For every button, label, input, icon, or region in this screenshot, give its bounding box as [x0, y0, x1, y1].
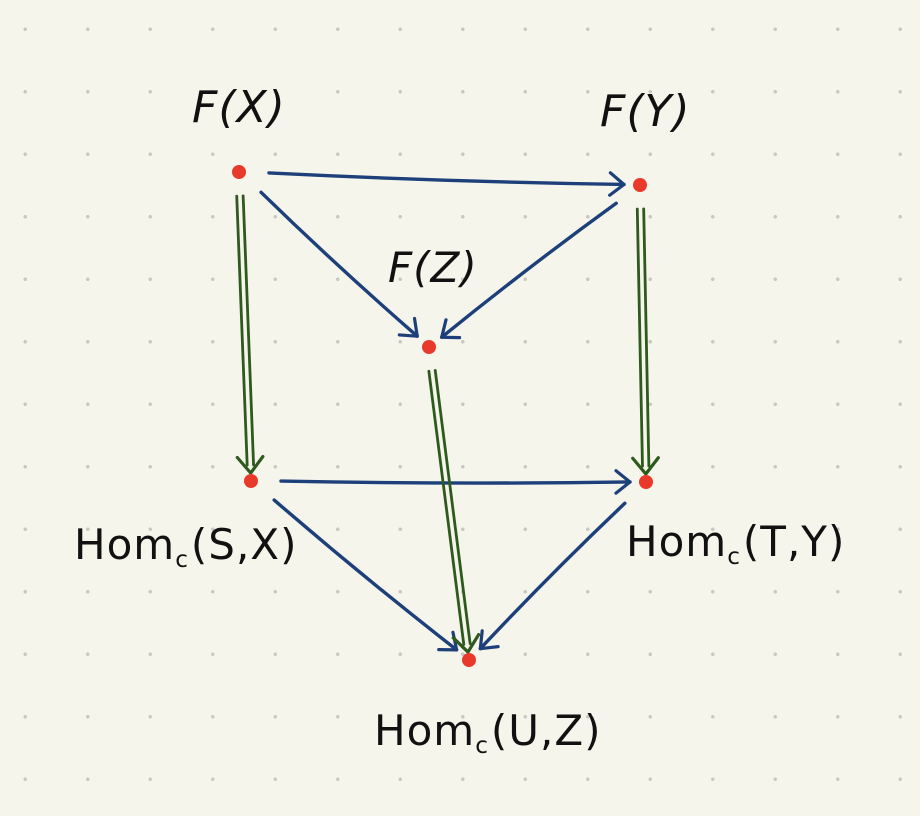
- arrow-fx-to-hsx-line-a: [235, 194, 249, 467]
- label-hom-t-y-arg: (T,Y): [742, 517, 846, 566]
- label-hom-t-y-name: Hom: [626, 517, 728, 566]
- arrow-fy-to-hty-line-a: [635, 207, 644, 468]
- nodes-layer: [232, 165, 653, 667]
- label-f-y: F(Y): [600, 86, 691, 137]
- label-f-z-name: F: [388, 243, 414, 292]
- label-hom-s-x-arg: (S,X): [190, 520, 298, 569]
- node-dot-hsx: [244, 474, 258, 488]
- label-f-x: F(X): [192, 82, 286, 133]
- label-hom-u-z-name: Hom: [374, 706, 476, 755]
- arrow-fy-to-hty-line-b: [642, 207, 651, 468]
- node-dot-huz: [462, 653, 476, 667]
- arrow-hty-to-huz: [478, 501, 627, 651]
- arrow-fx-to-fz-head: [397, 316, 419, 338]
- arrow-hsx-to-hty-head: [614, 469, 632, 495]
- label-f-z: F(Z): [388, 243, 478, 292]
- arrow-fy-to-fz-head: [440, 318, 462, 340]
- arrow-fz-to-huz-head: [451, 632, 481, 654]
- label-hom-u-z: Homc(U,Z): [374, 706, 602, 759]
- arrow-fx-to-hsx-line-b: [241, 194, 255, 467]
- arrow-fy-to-fz: [439, 201, 618, 339]
- arrow-fy-to-hty-head: [631, 456, 660, 476]
- label-f-x-arg: (X): [218, 82, 286, 133]
- label-f-z-arg: (Z): [413, 243, 478, 292]
- label-hom-u-z-sub: c: [475, 733, 489, 760]
- arrow-fx-to-fy-head: [608, 171, 626, 197]
- label-hom-s-x-name: Hom: [74, 520, 176, 569]
- arrow-hsx-to-huz: [272, 498, 459, 652]
- label-f-x-name: F: [192, 82, 219, 133]
- arrow-fx-to-fy: [267, 171, 626, 187]
- arrow-fz-to-huz-line-b: [433, 369, 472, 646]
- label-f-y-name: F: [600, 86, 627, 137]
- label-hom-t-y: Homc(T,Y): [626, 517, 845, 570]
- label-hom-s-x-sub: c: [175, 547, 189, 574]
- arrow-fz-to-huz-line-a: [427, 369, 466, 646]
- node-dot-fy: [633, 178, 647, 192]
- label-hom-t-y-sub: c: [727, 544, 741, 571]
- arrow-hsx-to-hty: [279, 479, 632, 485]
- label-f-y-arg: (Y): [626, 86, 691, 137]
- arrow-fx-to-fz: [259, 190, 419, 338]
- arrow-fx-to-hsx-head: [235, 454, 265, 475]
- label-hom-s-x: Homc(S,X): [74, 520, 297, 573]
- node-dot-fz: [422, 340, 436, 354]
- node-dot-hty: [639, 475, 653, 489]
- edges-layer: [235, 171, 660, 654]
- arrow-hty-to-huz-head: [478, 629, 500, 651]
- node-dot-fx: [232, 165, 246, 179]
- label-hom-u-z-arg: (U,Z): [490, 706, 602, 755]
